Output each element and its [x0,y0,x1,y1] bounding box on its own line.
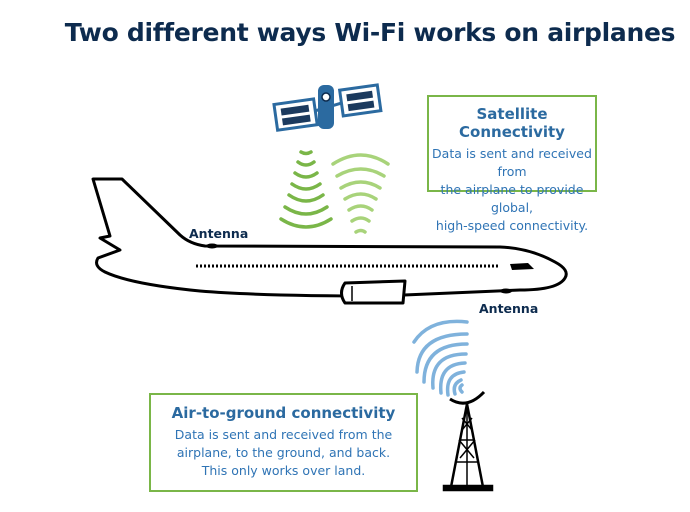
satellite-desc-line: the airplane to provide global, [440,182,584,215]
ground-signal-waves-icon [412,319,469,397]
page-title: Two different ways Wi-Fi works on airpla… [64,18,676,47]
satellite-desc-line: Data is sent and received from [432,146,592,179]
air-to-ground-desc-line: This only works over land. [201,463,366,478]
top-antenna-icon [206,243,218,249]
cockpit-window [510,263,534,270]
air-to-ground-desc-line: airplane, to the ground, and back. [176,445,391,460]
satellite-heading: Satellite Connectivity [459,105,565,141]
antenna-label-top: Antenna [189,226,249,241]
satellite-icon [272,83,383,132]
satellite-desc-line: high-speed connectivity. [435,218,589,233]
satellite-info-box: Satellite Connectivity Data is sent and … [427,95,597,233]
antenna-label-bottom: Antenna [479,301,539,316]
bottom-antenna-icon [500,288,512,294]
air-to-ground-info-box: Air-to-ground connectivity Data is sent … [149,393,418,492]
airplane-icon [91,177,568,305]
air-to-ground-desc-line: Data is sent and received from the [174,427,393,442]
air-to-ground-heading: Air-to-ground connectivity [171,404,396,422]
satellite-signal-waves-icon [279,150,390,234]
cell-tower-icon [442,390,494,492]
